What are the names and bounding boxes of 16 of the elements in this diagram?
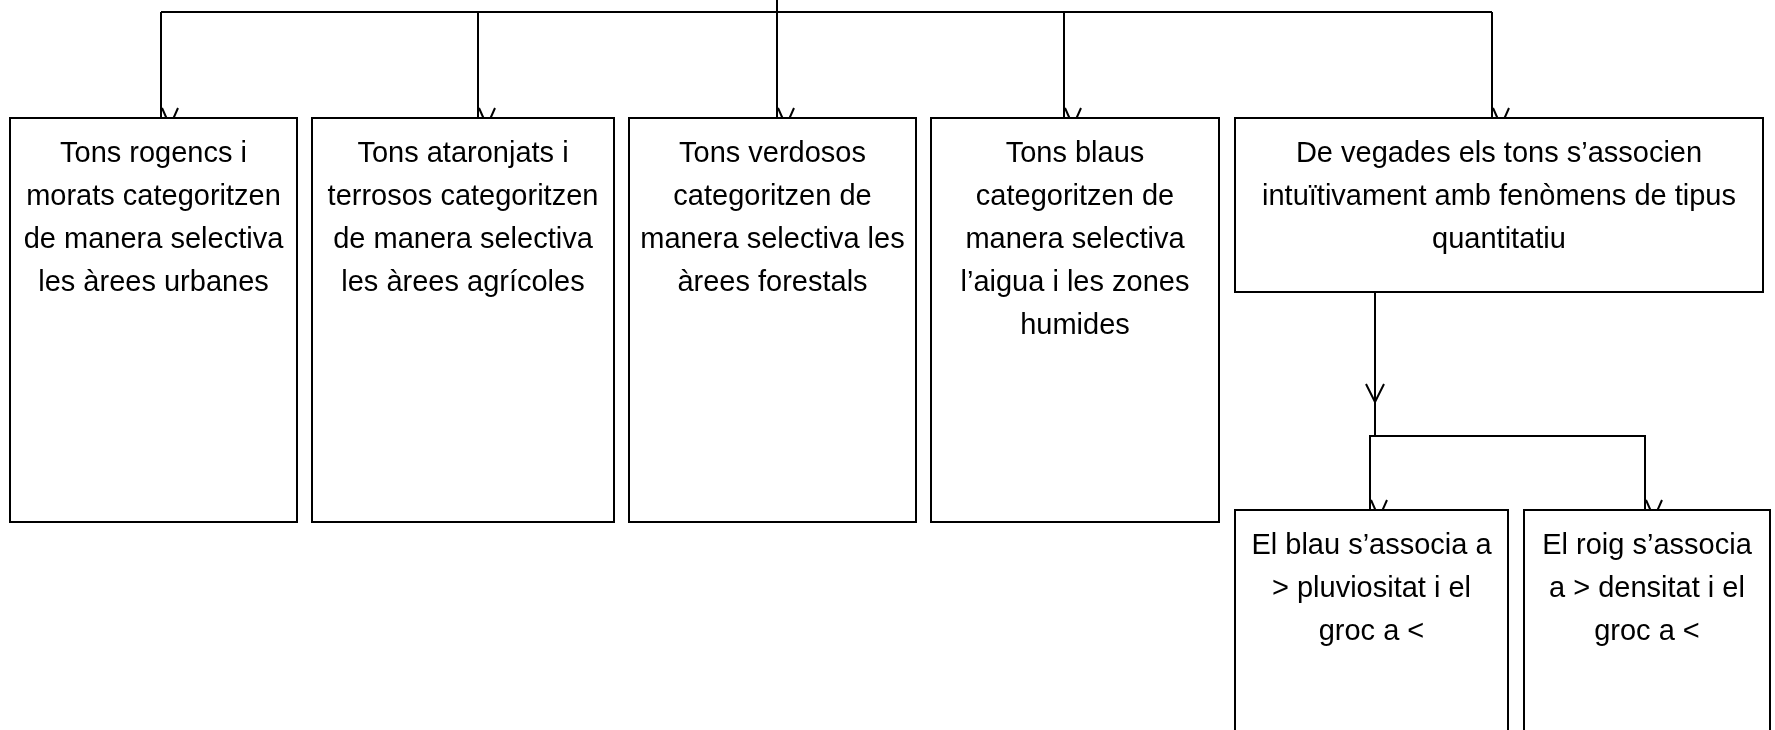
box-text: De vegades els tons s’associen intuïtivament amb fenòmens de tipus quantitatiu [1261, 135, 1737, 256]
box-text: Tons ataronjats i terrosos categoritzen de manera selectiva les àrees agrícoles [326, 135, 600, 299]
text-box [9, 117, 298, 523]
text-box [1523, 509, 1771, 730]
box-text: Tons verdosos categoritzen de manera selectiva les àrees forestals [639, 135, 906, 299]
box-text: El blau s’associa a > pluviositat i el groc a < [1250, 527, 1493, 648]
box-text: El roig s’associa a > densitat i el groc a < [1541, 527, 1753, 648]
text-box [311, 117, 615, 523]
connector-trunk [160, 0, 1493, 13]
text-box [628, 117, 917, 523]
text-box [1234, 117, 1764, 293]
box-text: Tons blaus categoritzen de manera selectiva l’aigua i les zones humides [959, 135, 1191, 342]
text-box [1234, 509, 1509, 730]
text-box [930, 117, 1220, 523]
box-text: Tons rogencs i morats categoritzen de manera selectiva les àrees urbanes [22, 135, 285, 299]
connector-trunk [1365, 292, 1385, 437]
